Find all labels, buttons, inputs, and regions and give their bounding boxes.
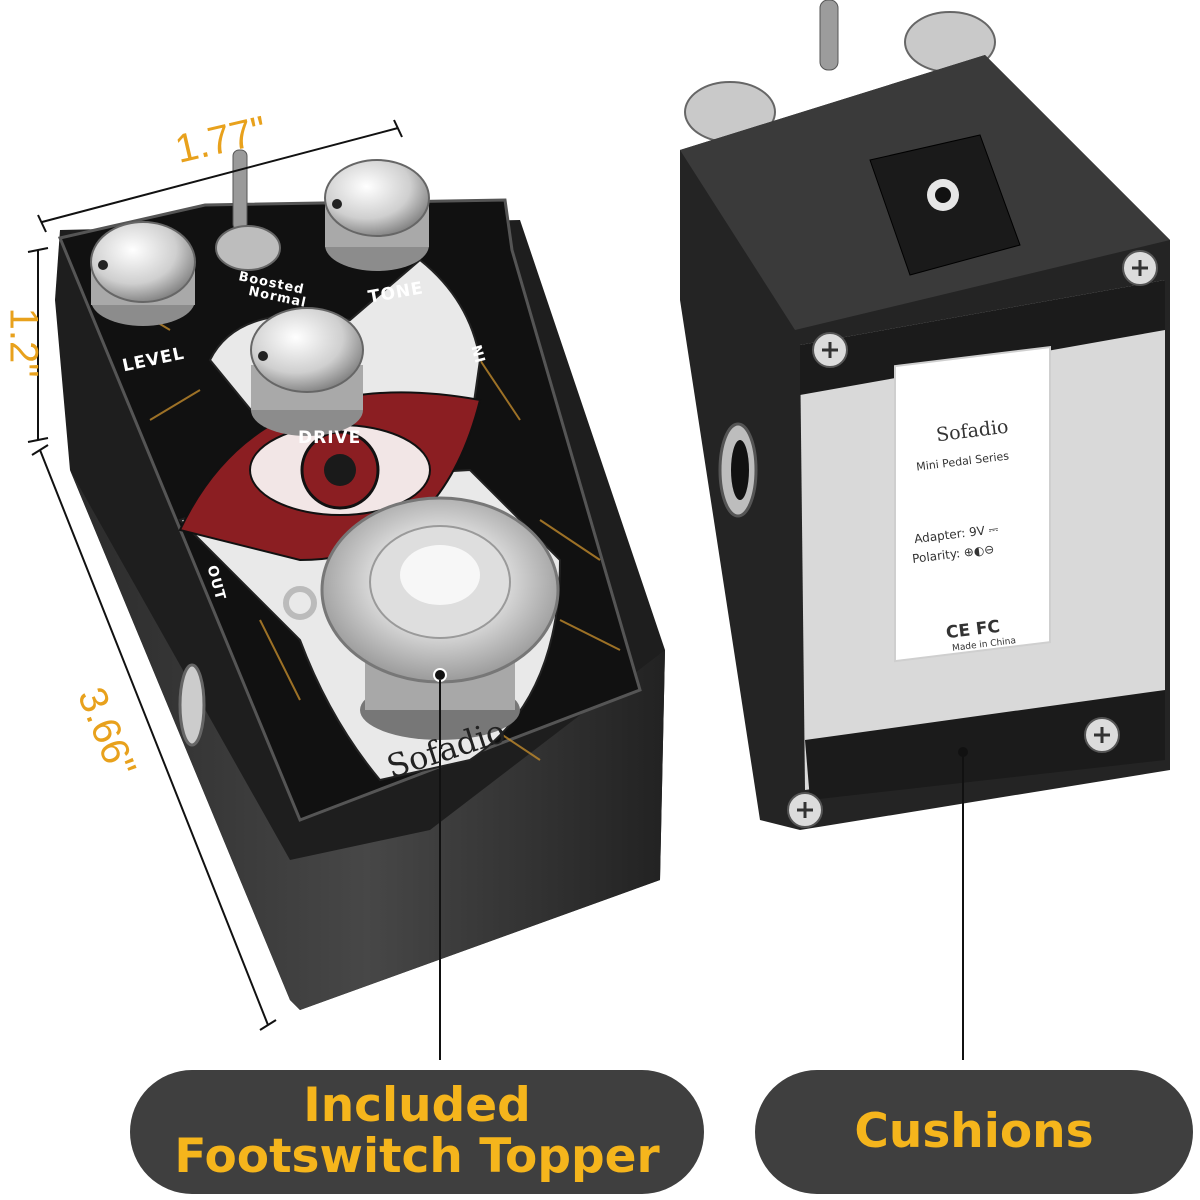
back-pedal: Sofadio Mini Pedal Series Adapter: 9V ⎓ … <box>660 0 1200 1060</box>
footswitch-topper-callout: Included Footswitch Topper <box>130 1070 704 1194</box>
front-pedal: 1.77" 1.2" 3.66" LEVEL TONE DRIVE Booste… <box>1 108 665 1060</box>
drive-knob <box>250 307 364 436</box>
cushions-callout: Cushions <box>755 1070 1193 1194</box>
cushions-callout-text: Cushions <box>854 1103 1094 1159</box>
topper-callout-line1: Included <box>303 1078 531 1134</box>
level-knob <box>90 221 196 326</box>
height-dimension-label: 1.2" <box>1 307 46 378</box>
back-pedal-illustration <box>680 0 1170 1060</box>
drive-knob-label: DRIVE <box>298 428 362 448</box>
topper-callout-line2: Footswitch Topper <box>174 1129 660 1184</box>
tone-knob <box>324 159 430 271</box>
front-pedal-illustration <box>27 119 665 1060</box>
